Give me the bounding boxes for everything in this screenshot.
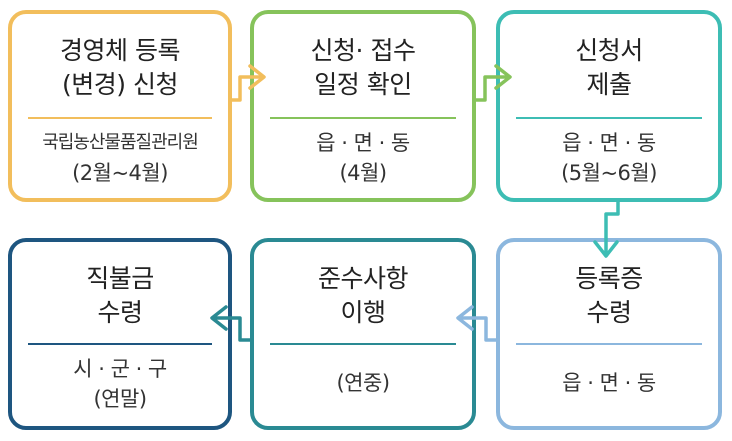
step-box-5: 준수사항 이행 (연중)	[250, 238, 476, 430]
step-title-line: 이행	[340, 298, 386, 327]
step-title-line: 수령	[586, 298, 632, 327]
step-title-line: (변경) 신청	[62, 70, 178, 99]
step-divider	[270, 343, 456, 345]
step-title: 등록증 수령	[500, 262, 718, 330]
step-detail-line: 국립농산물품질관리원	[42, 132, 199, 153]
step-divider	[516, 117, 702, 119]
step-detail-line: (5월~6월)	[561, 161, 657, 185]
step-title: 신청서 제출	[500, 34, 718, 102]
step-title-line: 일정 확인	[314, 70, 412, 99]
step-divider	[516, 343, 702, 345]
step-box-1: 경영체 등록 (변경) 신청 국립농산물품질관리원 (2월~4월)	[8, 10, 232, 202]
step-title-line: 준수사항	[317, 264, 409, 293]
step-title-line: 신청· 접수	[310, 36, 416, 65]
step-box-3: 신청서 제출 읍 · 면 · 동 (5월~6월)	[496, 10, 722, 202]
step-title-line: 직불금	[86, 264, 154, 293]
step-title-line: 등록증	[575, 264, 643, 293]
step-title: 준수사항 이행	[254, 262, 472, 330]
arrow-step1-to-step2	[228, 64, 266, 102]
arrow-step5-to-step6	[210, 305, 254, 342]
step-title: 직불금 수령	[12, 262, 228, 330]
step-detail: 시 · 군 · 구 (연말)	[12, 354, 228, 414]
step-detail: (연중)	[254, 368, 472, 398]
step-detail: 읍 · 면 · 동	[500, 368, 718, 398]
step-title-line: 제출	[586, 70, 632, 99]
step-title: 신청· 접수 일정 확인	[254, 34, 472, 102]
step-title-line: 경영체 등록	[60, 36, 180, 65]
step-detail-line: (4월)	[339, 161, 387, 185]
arrow-step4-to-step5	[456, 305, 500, 342]
step-detail-line: (연말)	[93, 387, 147, 411]
step-detail-line: 시 · 군 · 구	[73, 357, 167, 381]
step-detail: 국립농산물품질관리원 (2월~4월)	[12, 128, 228, 188]
step-detail: 읍 · 면 · 동 (5월~6월)	[500, 128, 718, 188]
step-detail-line: 읍 · 면 · 동	[562, 131, 656, 155]
step-title-line: 수령	[97, 298, 143, 327]
step-detail: 읍 · 면 · 동 (4월)	[254, 128, 472, 188]
step-box-2: 신청· 접수 일정 확인 읍 · 면 · 동 (4월)	[250, 10, 476, 202]
step-box-6: 직불금 수령 시 · 군 · 구 (연말)	[8, 238, 232, 430]
step-box-4: 등록증 수령 읍 · 면 · 동	[496, 238, 722, 430]
step-divider	[270, 117, 456, 119]
step-detail-line: (연중)	[336, 371, 390, 395]
arrow-step3-to-step4	[593, 198, 620, 258]
step-detail-line: 읍 · 면 · 동	[562, 371, 656, 395]
step-detail-line: 읍 · 면 · 동	[316, 131, 410, 155]
step-divider	[28, 343, 212, 345]
step-title-line: 신청서	[575, 36, 643, 65]
step-divider	[28, 117, 212, 119]
step-title: 경영체 등록 (변경) 신청	[12, 34, 228, 102]
arrow-step2-to-step3	[472, 64, 512, 102]
step-detail-line: (2월~4월)	[72, 161, 168, 185]
